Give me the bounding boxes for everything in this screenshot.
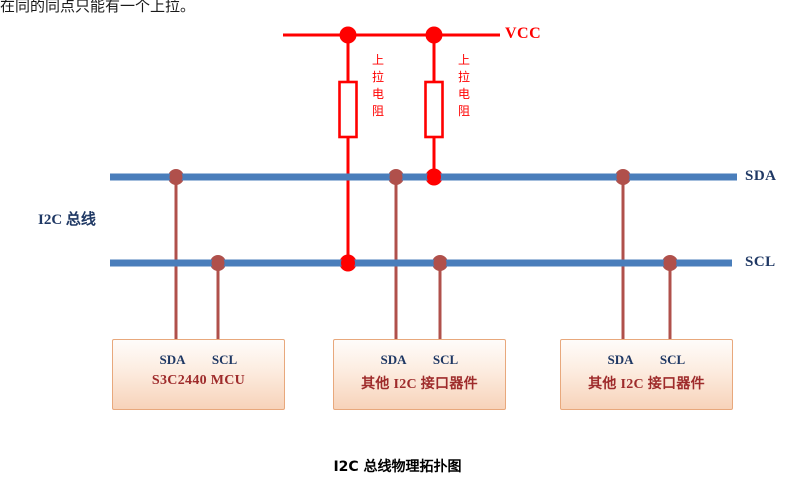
device-other-1-pin-scl: SCL (432, 352, 459, 367)
device-other-1-pins: SDA SCL (334, 352, 505, 368)
pullup-scl-char-3: 电 (371, 87, 384, 101)
pullup-sda-label: 上 拉 电 阻 (456, 52, 472, 120)
device-box-other-2[interactable]: SDA SCL 其他 I2C 接口器件 (560, 339, 733, 410)
dot-dev2-scl (433, 256, 447, 270)
device-mcu-name: S3C2440 MCU (151, 373, 246, 388)
pullup-sda-char-2: 拉 (457, 70, 470, 84)
figure-caption: I2C 总线物理拓扑图 (333, 459, 462, 475)
pullup-scl-body (338, 80, 358, 139)
pullup-sda-char-3: 电 (457, 87, 470, 101)
vcc-label: VCC (505, 25, 542, 42)
device-other-1-pin-sda: SDA (380, 352, 407, 367)
junction-vcc-scl (339, 26, 357, 44)
top-note-text: 在同的同点只能有一个上拉。 (0, 0, 196, 15)
bus-junction-dots (169, 170, 677, 270)
device-other-1-name: 其他 I2C 接口器件 (361, 377, 478, 392)
bus-label-scl: SCL (745, 254, 776, 270)
dot-pullup-scl (341, 256, 355, 270)
pullup-scl-char-1: 上 (371, 53, 384, 67)
device-box-mcu[interactable]: SDA SCL S3C2440 MCU (112, 339, 285, 410)
device-mcu-pin-sda: SDA (159, 352, 186, 367)
bus-pullup-dots (341, 170, 441, 270)
dot-pullup-sda (427, 170, 441, 184)
pullup-sda-char-1: 上 (457, 53, 470, 67)
device-wires (168, 169, 678, 340)
device-box-other-1[interactable]: SDA SCL 其他 I2C 接口器件 (333, 339, 506, 410)
dot-dev3-sda (616, 170, 630, 184)
device-other-2-pins: SDA SCL (561, 352, 732, 368)
device-mcu-pin-scl: SCL (211, 352, 238, 367)
device-other-2-pin-scl: SCL (659, 352, 686, 367)
device-other-2-pin-sda: SDA (607, 352, 634, 367)
bus-lines (110, 173, 737, 267)
pullup-sda-body (424, 80, 444, 139)
pullup-scl-label: 上 拉 电 阻 (370, 52, 386, 120)
device-other-2-name: 其他 I2C 接口器件 (588, 377, 705, 392)
i2c-bus-group-label: I2C 总线 (38, 212, 96, 228)
dot-dev2-sda (389, 170, 403, 184)
junction-vcc-sda (425, 26, 443, 44)
pullup-sda-char-4: 阻 (457, 104, 470, 118)
pullup-scl-char-4: 阻 (371, 104, 384, 118)
dot-mcu-scl (211, 256, 225, 270)
dot-dev3-scl (663, 256, 677, 270)
dot-mcu-sda (169, 170, 183, 184)
bus-label-sda: SDA (745, 168, 777, 184)
device-mcu-pins: SDA SCL (113, 352, 284, 368)
pullup-scl-char-2: 拉 (371, 70, 384, 84)
